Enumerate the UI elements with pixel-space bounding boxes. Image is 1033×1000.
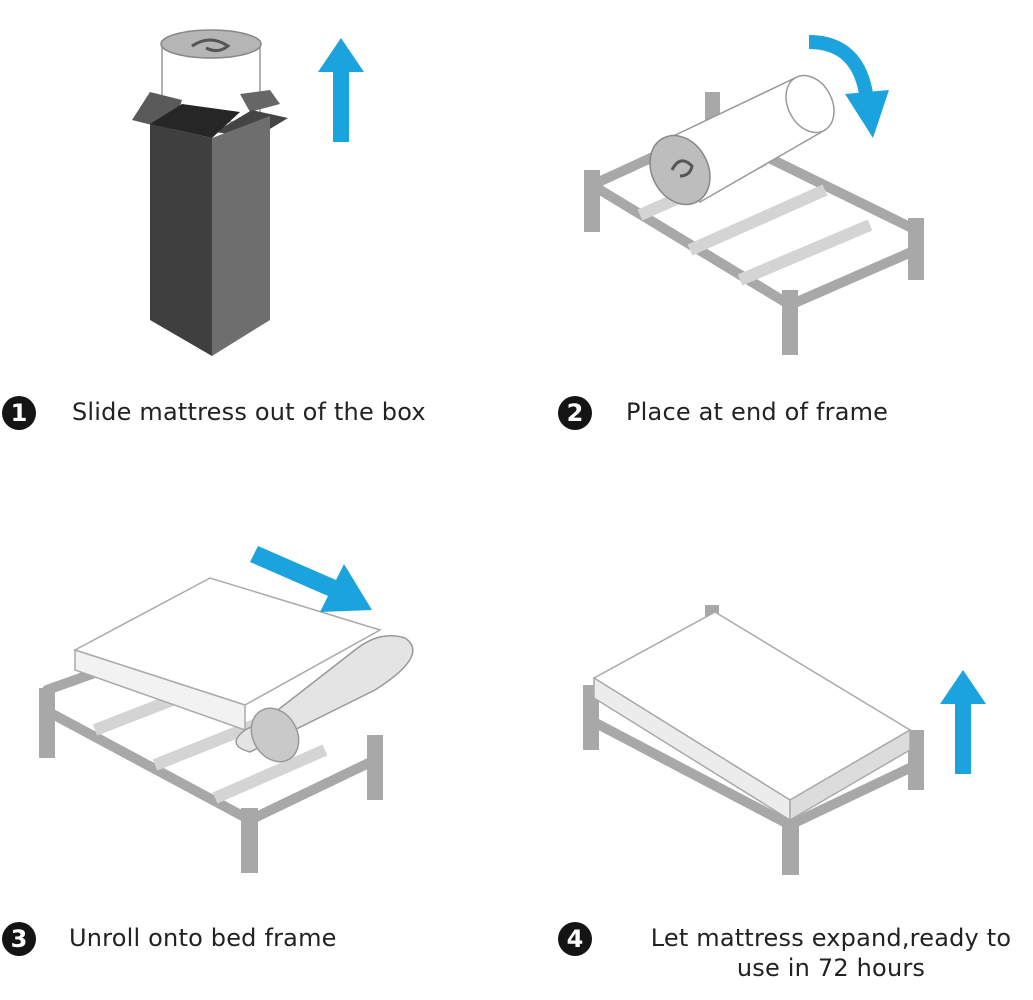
step-number-badge: 2 <box>558 396 592 430</box>
step-caption: Slide mattress out of the box <box>72 398 426 426</box>
step-number-badge: 4 <box>558 922 592 956</box>
expanded-mattress-illustration <box>583 605 924 875</box>
unrolling-mattress-illustration <box>39 577 414 873</box>
curved-arrow-icon <box>808 35 889 138</box>
frame-with-roll-illustration <box>584 74 924 355</box>
step-1: 1 Slide mattress out of the box <box>2 396 426 430</box>
step-4: 4 Let mattress expand,ready to use in 72… <box>558 922 1033 983</box>
box-illustration <box>132 29 288 356</box>
step-number-badge: 1 <box>2 396 36 430</box>
arrow-up-icon <box>318 38 364 142</box>
arrow-up-icon-2 <box>940 670 986 774</box>
step-2: 2 Place at end of frame <box>558 396 888 430</box>
step-caption: Unroll onto bed frame <box>69 924 337 952</box>
arrow-diagonal-icon <box>250 546 372 612</box>
step-3: 3 Unroll onto bed frame <box>2 922 337 956</box>
step-caption: Place at end of frame <box>626 398 889 426</box>
step-number-badge: 3 <box>2 922 36 956</box>
step-caption: Let mattress expand,ready to use in 72 h… <box>650 924 1012 982</box>
